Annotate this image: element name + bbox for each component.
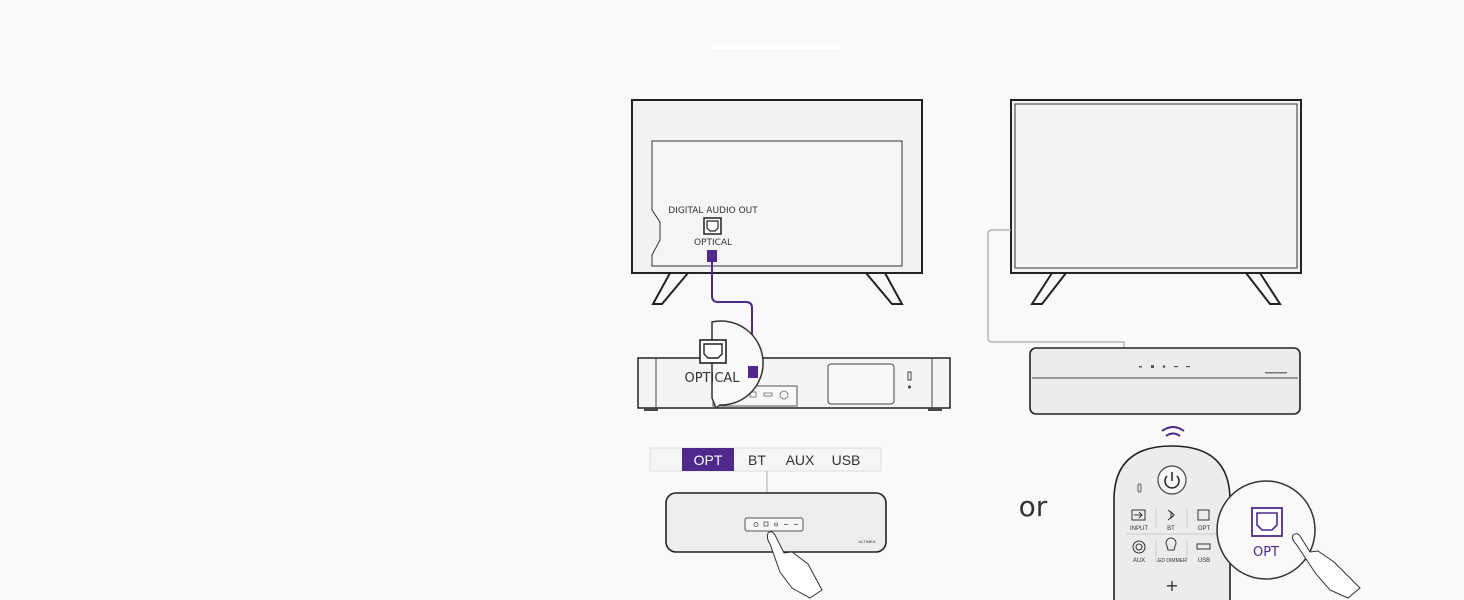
callout-opt-label: OPT xyxy=(1253,545,1279,560)
hand-press-icon xyxy=(766,531,823,599)
remote-label-opt: OPT xyxy=(1198,526,1211,532)
or-separator: or xyxy=(1019,490,1048,523)
remote-button-aux[interactable]: AUX xyxy=(1132,540,1146,564)
optical-callout: OPTICAL xyxy=(684,320,764,410)
power-icon xyxy=(1164,472,1180,489)
hand-press-remote-icon xyxy=(1291,533,1361,599)
optical-plug-soundbar xyxy=(748,366,758,378)
optical-port-icon xyxy=(703,217,722,235)
tv-front-view xyxy=(1010,99,1302,305)
input-selector: OPT BT AUX USB xyxy=(649,447,882,521)
hdmi-cable xyxy=(987,229,1125,348)
top-divider xyxy=(712,45,840,49)
remote-label-usb: USB xyxy=(1198,558,1210,564)
remote-button-led-dimmer[interactable]: LED DIMMER xyxy=(1155,537,1187,564)
port-title-label: DIGITAL AUDIO OUT xyxy=(668,206,758,216)
tv-back-view: DIGITAL AUDIO OUT OPTICAL xyxy=(631,99,923,305)
soundbar-brand-label: ULTIMEA xyxy=(858,539,875,544)
input-option-opt: OPT xyxy=(694,452,723,468)
opt-callout: OPT xyxy=(1216,480,1361,599)
input-option-usb: USB xyxy=(832,452,861,468)
remote-label-bt: BT xyxy=(1167,526,1175,532)
remote-button-bt[interactable]: BT xyxy=(1167,509,1175,532)
callout-opt-port-icon xyxy=(1251,507,1283,537)
callout-optical-label: OPTICAL xyxy=(684,371,740,386)
remote-button-opt[interactable]: OPT xyxy=(1197,509,1211,532)
optical-plug-tv xyxy=(707,250,717,262)
remote-label-aux: AUX xyxy=(1133,558,1145,564)
remote-button-usb[interactable]: USB xyxy=(1196,543,1211,564)
remote-label-input: INPUT xyxy=(1130,526,1148,532)
volume-plus-button[interactable]: + xyxy=(1165,576,1178,595)
remote-button-input[interactable]: INPUT xyxy=(1130,509,1148,532)
remote-control: INPUT BT OPT AUX LED DIMMER USB + xyxy=(1113,426,1231,600)
soundbar-front-view xyxy=(1029,347,1301,415)
input-option-aux: AUX xyxy=(786,452,815,468)
input-option-highlight xyxy=(682,448,734,471)
input-option-bt: BT xyxy=(748,452,766,468)
callout-optical-port-icon xyxy=(699,339,727,364)
optical-cable xyxy=(711,262,753,367)
soundbar-top-view: ULTIMEA xyxy=(665,492,887,599)
signal-waves-icon xyxy=(1161,426,1185,437)
bulb-icon xyxy=(1165,537,1177,551)
remote-label-led-dimmer: LED DIMMER xyxy=(1155,558,1187,564)
port-name-label: OPTICAL xyxy=(694,238,732,248)
bluetooth-icon xyxy=(1167,509,1175,521)
